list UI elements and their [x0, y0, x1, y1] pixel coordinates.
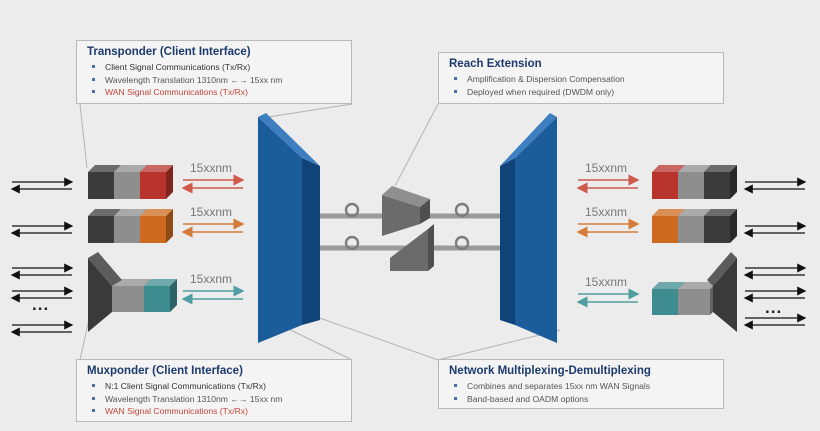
left-muxponder-segment — [144, 279, 177, 312]
left-transponder-red-segment — [140, 165, 173, 199]
wavelength-label: 15xxnm — [190, 161, 233, 175]
reach-extension-title: Reach Extension — [449, 58, 542, 70]
left-transponder-orange-segment — [140, 209, 173, 243]
right-mux-demux — [500, 113, 557, 343]
muxponder-title: Muxponder (Client Interface) — [87, 365, 243, 377]
amplifier-icon — [382, 186, 434, 271]
reach-extension-callout: Reach Extension Amplification & Dispersi… — [438, 52, 724, 104]
wavelength-label: 15xxnm — [585, 161, 628, 175]
client-arrows-right — [743, 177, 807, 330]
network-muxdemux-title: Network Multiplexing-Demultiplexing — [449, 365, 651, 377]
more-clients-ellipsis: ... — [32, 295, 50, 314]
transponder-item: WAN Signal Communications (Tx/Rx) — [87, 86, 343, 99]
network-muxdemux-item: Combines and separates 15xx nm WAN Signa… — [449, 380, 715, 393]
muxponder-funnel-left — [88, 252, 122, 332]
wavelength-label: 15xxnm — [585, 205, 628, 219]
reach-extension-item: Amplification & Dispersion Compensation — [449, 73, 715, 86]
transponder-callout: Transponder (Client Interface) Client Si… — [76, 40, 352, 104]
wavelength-arrows-left — [181, 174, 245, 305]
left-mux-demux — [258, 113, 320, 343]
transponder-item: Wavelength Translation 1310nm ←→ 15xx nm — [87, 74, 343, 87]
network-muxdemux-callout: Network Multiplexing-Demultiplexing Comb… — [438, 359, 724, 409]
fiber-spools — [344, 202, 470, 251]
right-transponder-orange-segment — [704, 209, 737, 243]
reach-extension-item: Deployed when required (DWDM only) — [449, 86, 715, 99]
wavelength-label: 15xxnm — [190, 205, 233, 219]
transponder-title: Transponder (Client Interface) — [87, 46, 251, 58]
wavelength-label: 15xxnm — [585, 275, 628, 289]
right-muxponder-segment — [678, 282, 717, 315]
right-transponder-red-segment — [704, 165, 737, 199]
more-clients-ellipsis: ... — [765, 298, 783, 317]
module-blocks — [88, 165, 737, 315]
transponder-item: Client Signal Communications (Tx/Rx) — [87, 61, 343, 74]
right-transponder-red-segment — [678, 165, 711, 199]
network-muxdemux-item: Band-based and OADM options — [449, 393, 715, 406]
muxponder-callout: Muxponder (Client Interface) N:1 Client … — [76, 359, 352, 422]
muxponder-item: Wavelength Translation 1310nm ←→ 15xx nm — [87, 393, 343, 406]
muxponder-item: WAN Signal Communications (Tx/Rx) — [87, 405, 343, 418]
muxponder-funnel-right — [707, 252, 737, 332]
callout-leader-lines — [79, 103, 561, 361]
wavelength-label: 15xxnm — [190, 272, 233, 286]
wavelength-arrows-right — [576, 174, 640, 308]
client-arrows-left — [10, 177, 74, 337]
muxponder-item: N:1 Client Signal Communications (Tx/Rx) — [87, 380, 343, 393]
